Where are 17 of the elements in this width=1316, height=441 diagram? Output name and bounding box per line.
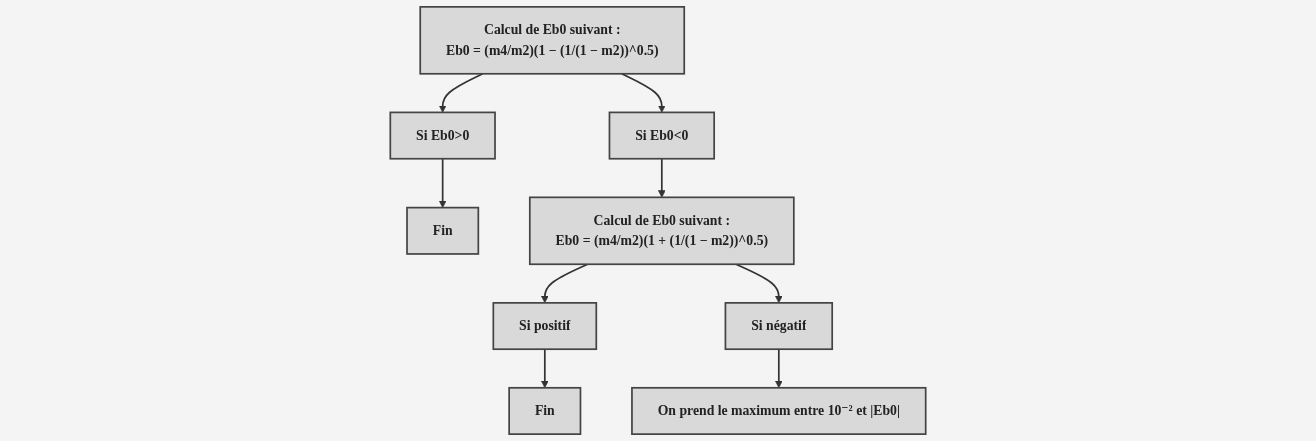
arrow xyxy=(438,72,484,113)
node-box: Si négatif xyxy=(724,302,834,351)
arrow xyxy=(438,157,447,208)
arrow xyxy=(620,72,666,113)
arrow xyxy=(541,348,549,389)
arrow xyxy=(735,263,783,304)
node-box: Fin xyxy=(508,386,582,435)
node-box: Calcul de Eb0 suivant : Eb0 = (m4/m2)(1 − (1/(1 − m2))^0.5) xyxy=(419,6,686,75)
arrow xyxy=(541,263,589,304)
arrow xyxy=(775,348,783,389)
arrow xyxy=(658,157,666,198)
node-box: Si Eb0>0 xyxy=(389,111,496,160)
node-box: Si positif xyxy=(492,302,598,351)
node-box: On prend le maximum entre 10⁻² et |Eb0| xyxy=(631,386,927,435)
node-box: Si Eb0<0 xyxy=(608,111,715,160)
node-box: Calcul de Eb0 suivant : Eb0 = (m4/m2)(1 + (1/(1 − m2))^0.5) xyxy=(528,196,795,266)
node-box: Fin xyxy=(406,206,480,255)
